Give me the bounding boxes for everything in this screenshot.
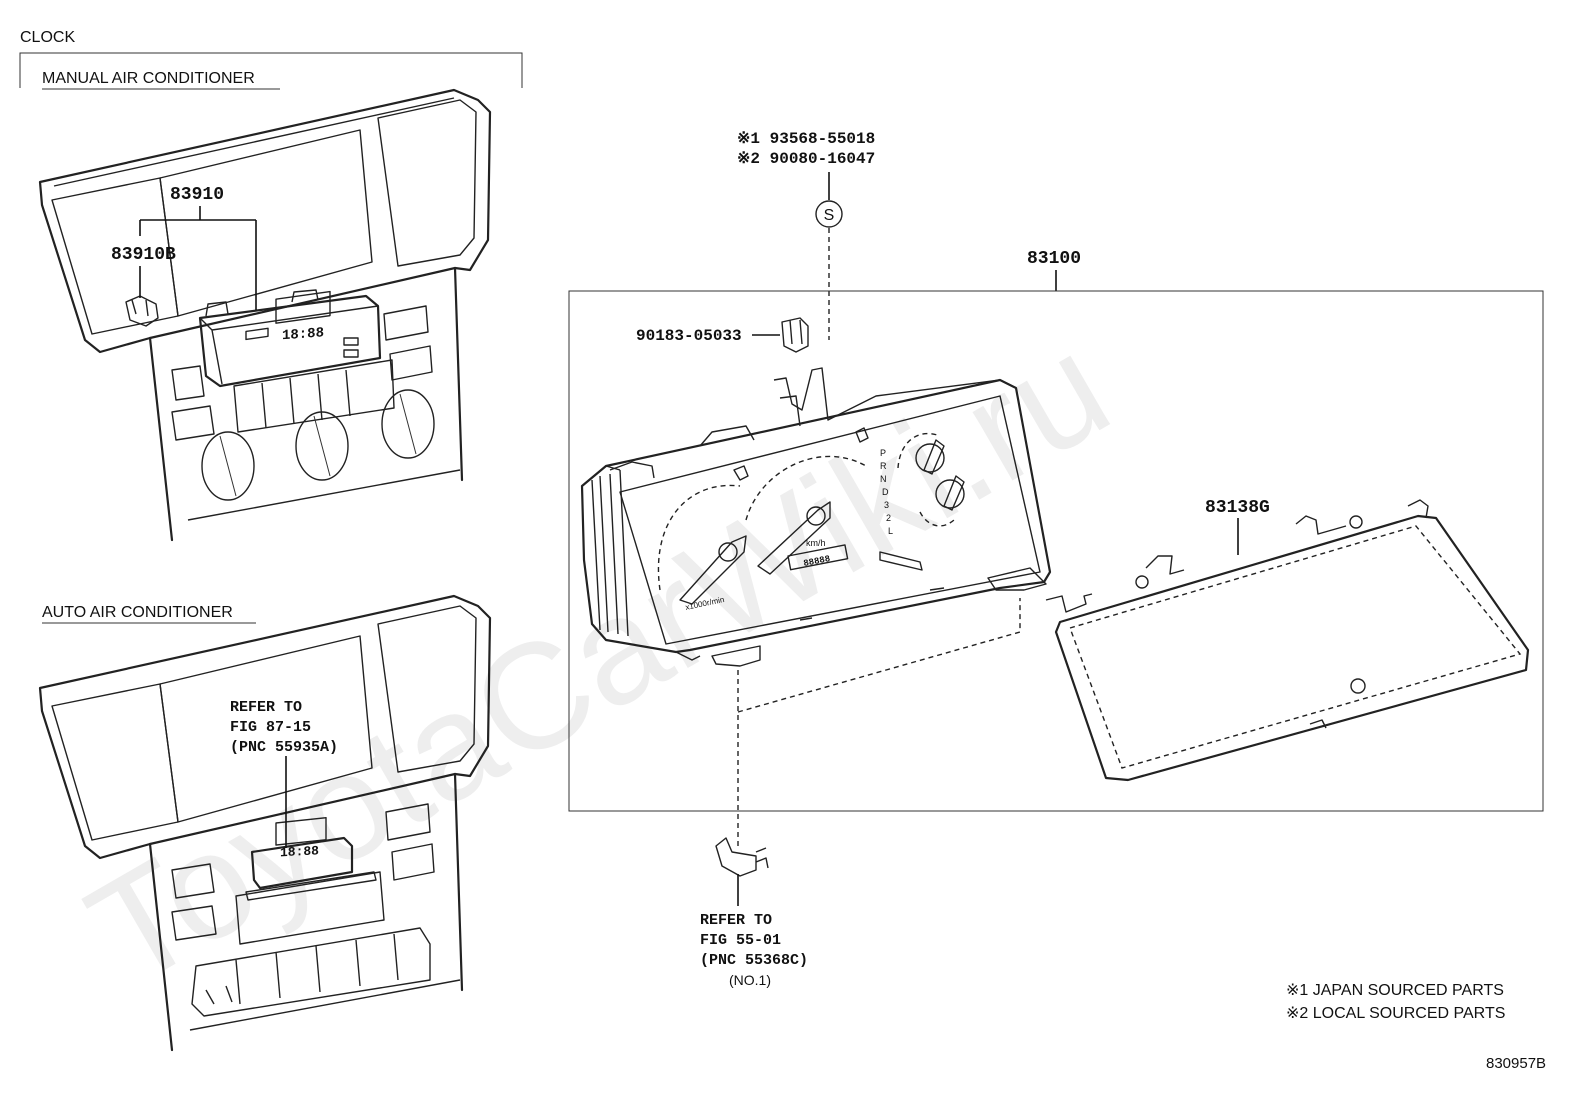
- auto-clock-display: 18:88: [280, 843, 319, 860]
- auto-ref-line1: REFER TO: [230, 699, 302, 716]
- meter-body: [580, 367, 1052, 667]
- manual-dash-bezel: [38, 88, 492, 542]
- gear-label-3: 3: [884, 500, 889, 510]
- screw-note-2: ※2 90080-16047: [737, 150, 875, 168]
- screw-symbol: S: [824, 207, 835, 224]
- part-83910B-label: 83910B: [111, 245, 176, 265]
- part-83910-leader: [139, 206, 257, 310]
- auto-ac-title: AUTO AIR CONDITIONER: [42, 604, 233, 621]
- speed-unit-label: km/h: [806, 538, 826, 548]
- screw-symbol-circle: [815, 200, 843, 228]
- auto-clock-unit: 18:88: [250, 817, 354, 890]
- section-bracket: [19, 52, 523, 88]
- part-clip-label: 90183-05033: [636, 327, 742, 345]
- manual-ac-group: MANUAL AIR CONDITIONER: [38, 70, 492, 542]
- manual-clock-unit: 18:88: [198, 289, 382, 388]
- auto-ref-line3: (PNC 55935A): [230, 739, 338, 756]
- auto-ac-group: AUTO AIR CONDITIONER: [38, 594, 492, 1052]
- watermark: ToyotaCarWiki.ru: [62, 301, 1135, 1017]
- screw-note-1: ※1 93568-55018: [737, 130, 875, 148]
- diagram-id: 830957B: [1486, 1055, 1546, 1072]
- manual-ac-title: MANUAL AIR CONDITIONER: [42, 70, 255, 87]
- gear-label-d: D: [882, 487, 889, 497]
- meter-group: ※1 93568-55018 ※2 90080-16047 S 83100 90…: [568, 130, 1544, 988]
- gear-label-n: N: [880, 474, 887, 484]
- watermark-text: ToyotaCarWiki.ru: [62, 301, 1135, 1017]
- auto-control-panel: [171, 803, 435, 1017]
- bracket-ref-line3: (PNC 55368C): [700, 952, 808, 969]
- part-83910-label: 83910: [170, 185, 224, 205]
- legend-note-2: ※2 LOCAL SOURCED PARTS: [1286, 1005, 1505, 1022]
- gear-label-r: R: [880, 461, 887, 471]
- part-83100-label: 83100: [1027, 249, 1081, 269]
- auto-dash-bezel: [38, 594, 492, 1052]
- section-title: CLOCK: [20, 29, 75, 46]
- manual-control-panel: [171, 305, 435, 501]
- clip-part: [781, 317, 809, 353]
- manual-clock-display: 18:88: [282, 325, 324, 344]
- bracket-ref-line2: FIG 55-01: [700, 932, 781, 949]
- gear-label-p: P: [880, 448, 886, 458]
- small-gauges: [733, 427, 965, 527]
- part-83138G-label: 83138G: [1205, 498, 1270, 518]
- speedometer: km/h 88888: [745, 455, 923, 575]
- gear-label-2: 2: [886, 513, 891, 523]
- legend-note-1: ※1 JAPAN SOURCED PARTS: [1286, 982, 1504, 999]
- auto-ref-line2: FIG 87-15: [230, 719, 311, 736]
- bracket-ref-line1: REFER TO: [700, 912, 772, 929]
- meter-assembly-frame: [568, 290, 1544, 812]
- meter-glass: [1045, 499, 1530, 782]
- gear-indicator: P R N D 3 2 L: [880, 448, 893, 536]
- meter-glass-dashed-link: [737, 598, 1021, 713]
- gear-label-l: L: [888, 526, 893, 536]
- bracket-ref-line4: (NO.1): [729, 972, 771, 988]
- bracket-part: [715, 837, 769, 877]
- clock-bulb: [125, 295, 159, 327]
